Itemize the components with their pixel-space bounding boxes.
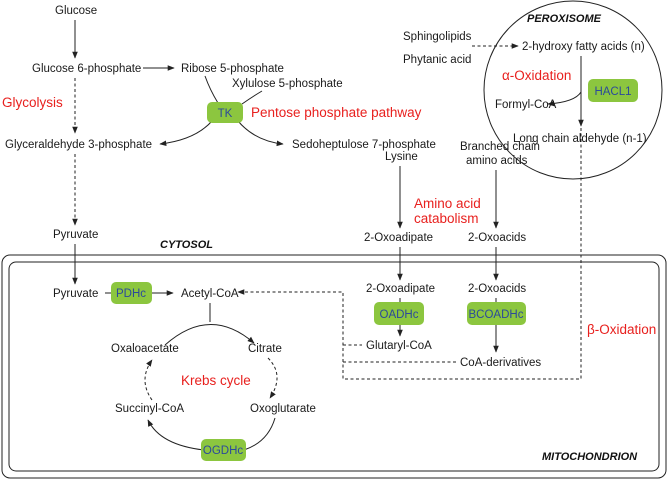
- oadhc-enzyme-box: [374, 302, 424, 325]
- sedoheptulose-7-phosphate-label: Sedoheptulose 7-phosphate: [292, 139, 436, 151]
- oxoglutarate-label: Oxoglutarate: [250, 403, 316, 415]
- glyceraldehyde-3-phosphate-label: Glyceraldehyde 3-phosphate: [5, 139, 152, 151]
- peroxisome-title: PEROXISOME: [527, 13, 602, 25]
- oadhc-enzyme-label: OADHc: [380, 309, 419, 321]
- oxoacids-cytosol-label: 2-Oxoacids: [468, 232, 526, 244]
- alpha-oxidation-label: α-Oxidation: [502, 68, 571, 83]
- beta-oxidation-label: β-Oxidation: [587, 322, 656, 337]
- glucose-6-phosphate-label: Glucose 6-phosphate: [32, 63, 141, 75]
- long-chain-aldehyde-label: Long chain aldehyde (n-1): [513, 133, 647, 145]
- glucose-label: Glucose: [55, 5, 97, 17]
- mitochondrion-title: MITOCHONDRION: [542, 451, 638, 463]
- krebs-cycle-label: Krebs cycle: [181, 373, 251, 388]
- pdhc-enzyme-box: [111, 282, 152, 304]
- pyruvate-cytosol-label: Pyruvate: [53, 229, 98, 241]
- hydroxy-fatty-acids-label: 2-hydroxy fatty acids (n): [522, 41, 645, 53]
- arrow-succinyl-coa-to-oxaloacetate: [144, 359, 153, 401]
- ogdhc-enzyme-box: [201, 439, 246, 461]
- branched-chain-label-line2: amino acids: [466, 155, 528, 167]
- phytanic-acid-label: Phytanic acid: [403, 54, 471, 66]
- oxaloacetate-label: Oxaloacetate: [111, 343, 179, 355]
- succinyl-coa-label: Succinyl-CoA: [115, 403, 184, 415]
- hacl1-enzyme-box: [588, 79, 638, 102]
- branched-chain-label-line1: Branched chain: [460, 141, 540, 153]
- curve-ribose-to-tk: [204, 75, 219, 104]
- hacl1-enzyme-label: HACL1: [594, 86, 631, 98]
- sphingolipids-label: Sphingolipids: [403, 31, 472, 43]
- arrow-ogdhc-to-succinyl-coa: [147, 419, 205, 451]
- oxoadipate-mitochondrion-label: 2-Oxoadipate: [366, 283, 435, 295]
- xylulose-5-phosphate-label: Xylulose 5-phosphate: [232, 78, 343, 90]
- arrow-tk-to-sedoheptulose: [237, 120, 284, 147]
- amino-acid-label-line1: Amino acid: [414, 196, 481, 211]
- lysine-label: Lysine: [385, 151, 418, 163]
- bcoadhc-enzyme-label: BCOADHc: [469, 309, 524, 321]
- tk-enzyme-box: [207, 102, 243, 123]
- mitochondrion-outer-membrane: [1, 254, 667, 479]
- bcoadhc-enzyme-box: [467, 302, 526, 325]
- amino-acid-label-line2: catabolism: [414, 211, 479, 226]
- oxoadipate-cytosol-label: 2-Oxoadipate: [364, 232, 433, 244]
- curve-xylulose-to-tk: [241, 90, 263, 105]
- citrate-label: Citrate: [248, 343, 282, 355]
- cytosol-title: CYTOSOL: [160, 239, 213, 251]
- arrow-citrate-to-oxoglutarate: [267, 357, 278, 399]
- ogdhc-enzyme-label: OGDHc: [203, 445, 244, 457]
- oxoacids-mitochondrion-label: 2-Oxoacids: [468, 283, 526, 295]
- glutaryl-coa-label: Glutaryl-CoA: [366, 340, 432, 352]
- arrow-oxaloacetate-to-citrate: [164, 324, 255, 346]
- pdhc-enzyme-label: PDHc: [116, 288, 146, 300]
- acetyl-coa-label: Acetyl-CoA: [181, 288, 239, 300]
- peroxisome-membrane: [483, 0, 663, 180]
- formyl-coa-label: Formyl-CoA: [495, 99, 557, 111]
- glycolysis-pathway-label: Glycolysis: [2, 95, 63, 110]
- coa-derivatives-label: CoA-derivatives: [460, 357, 541, 369]
- arrow-tk-to-g3p: [159, 120, 213, 147]
- tk-enzyme-label: TK: [218, 108, 233, 120]
- mitochondrion-inner-membrane: [8, 261, 660, 472]
- dashed-return-to-acetyl-coa: [237, 117, 582, 380]
- arc-oxoglutarate-to-ogdhc: [243, 417, 276, 451]
- pentose-phosphate-pathway-label: Pentose phosphate pathway: [251, 105, 422, 120]
- ribose-5-phosphate-label: Ribose 5-phosphate: [181, 63, 284, 75]
- pyruvate-mitochondrion-label: Pyruvate: [53, 288, 98, 300]
